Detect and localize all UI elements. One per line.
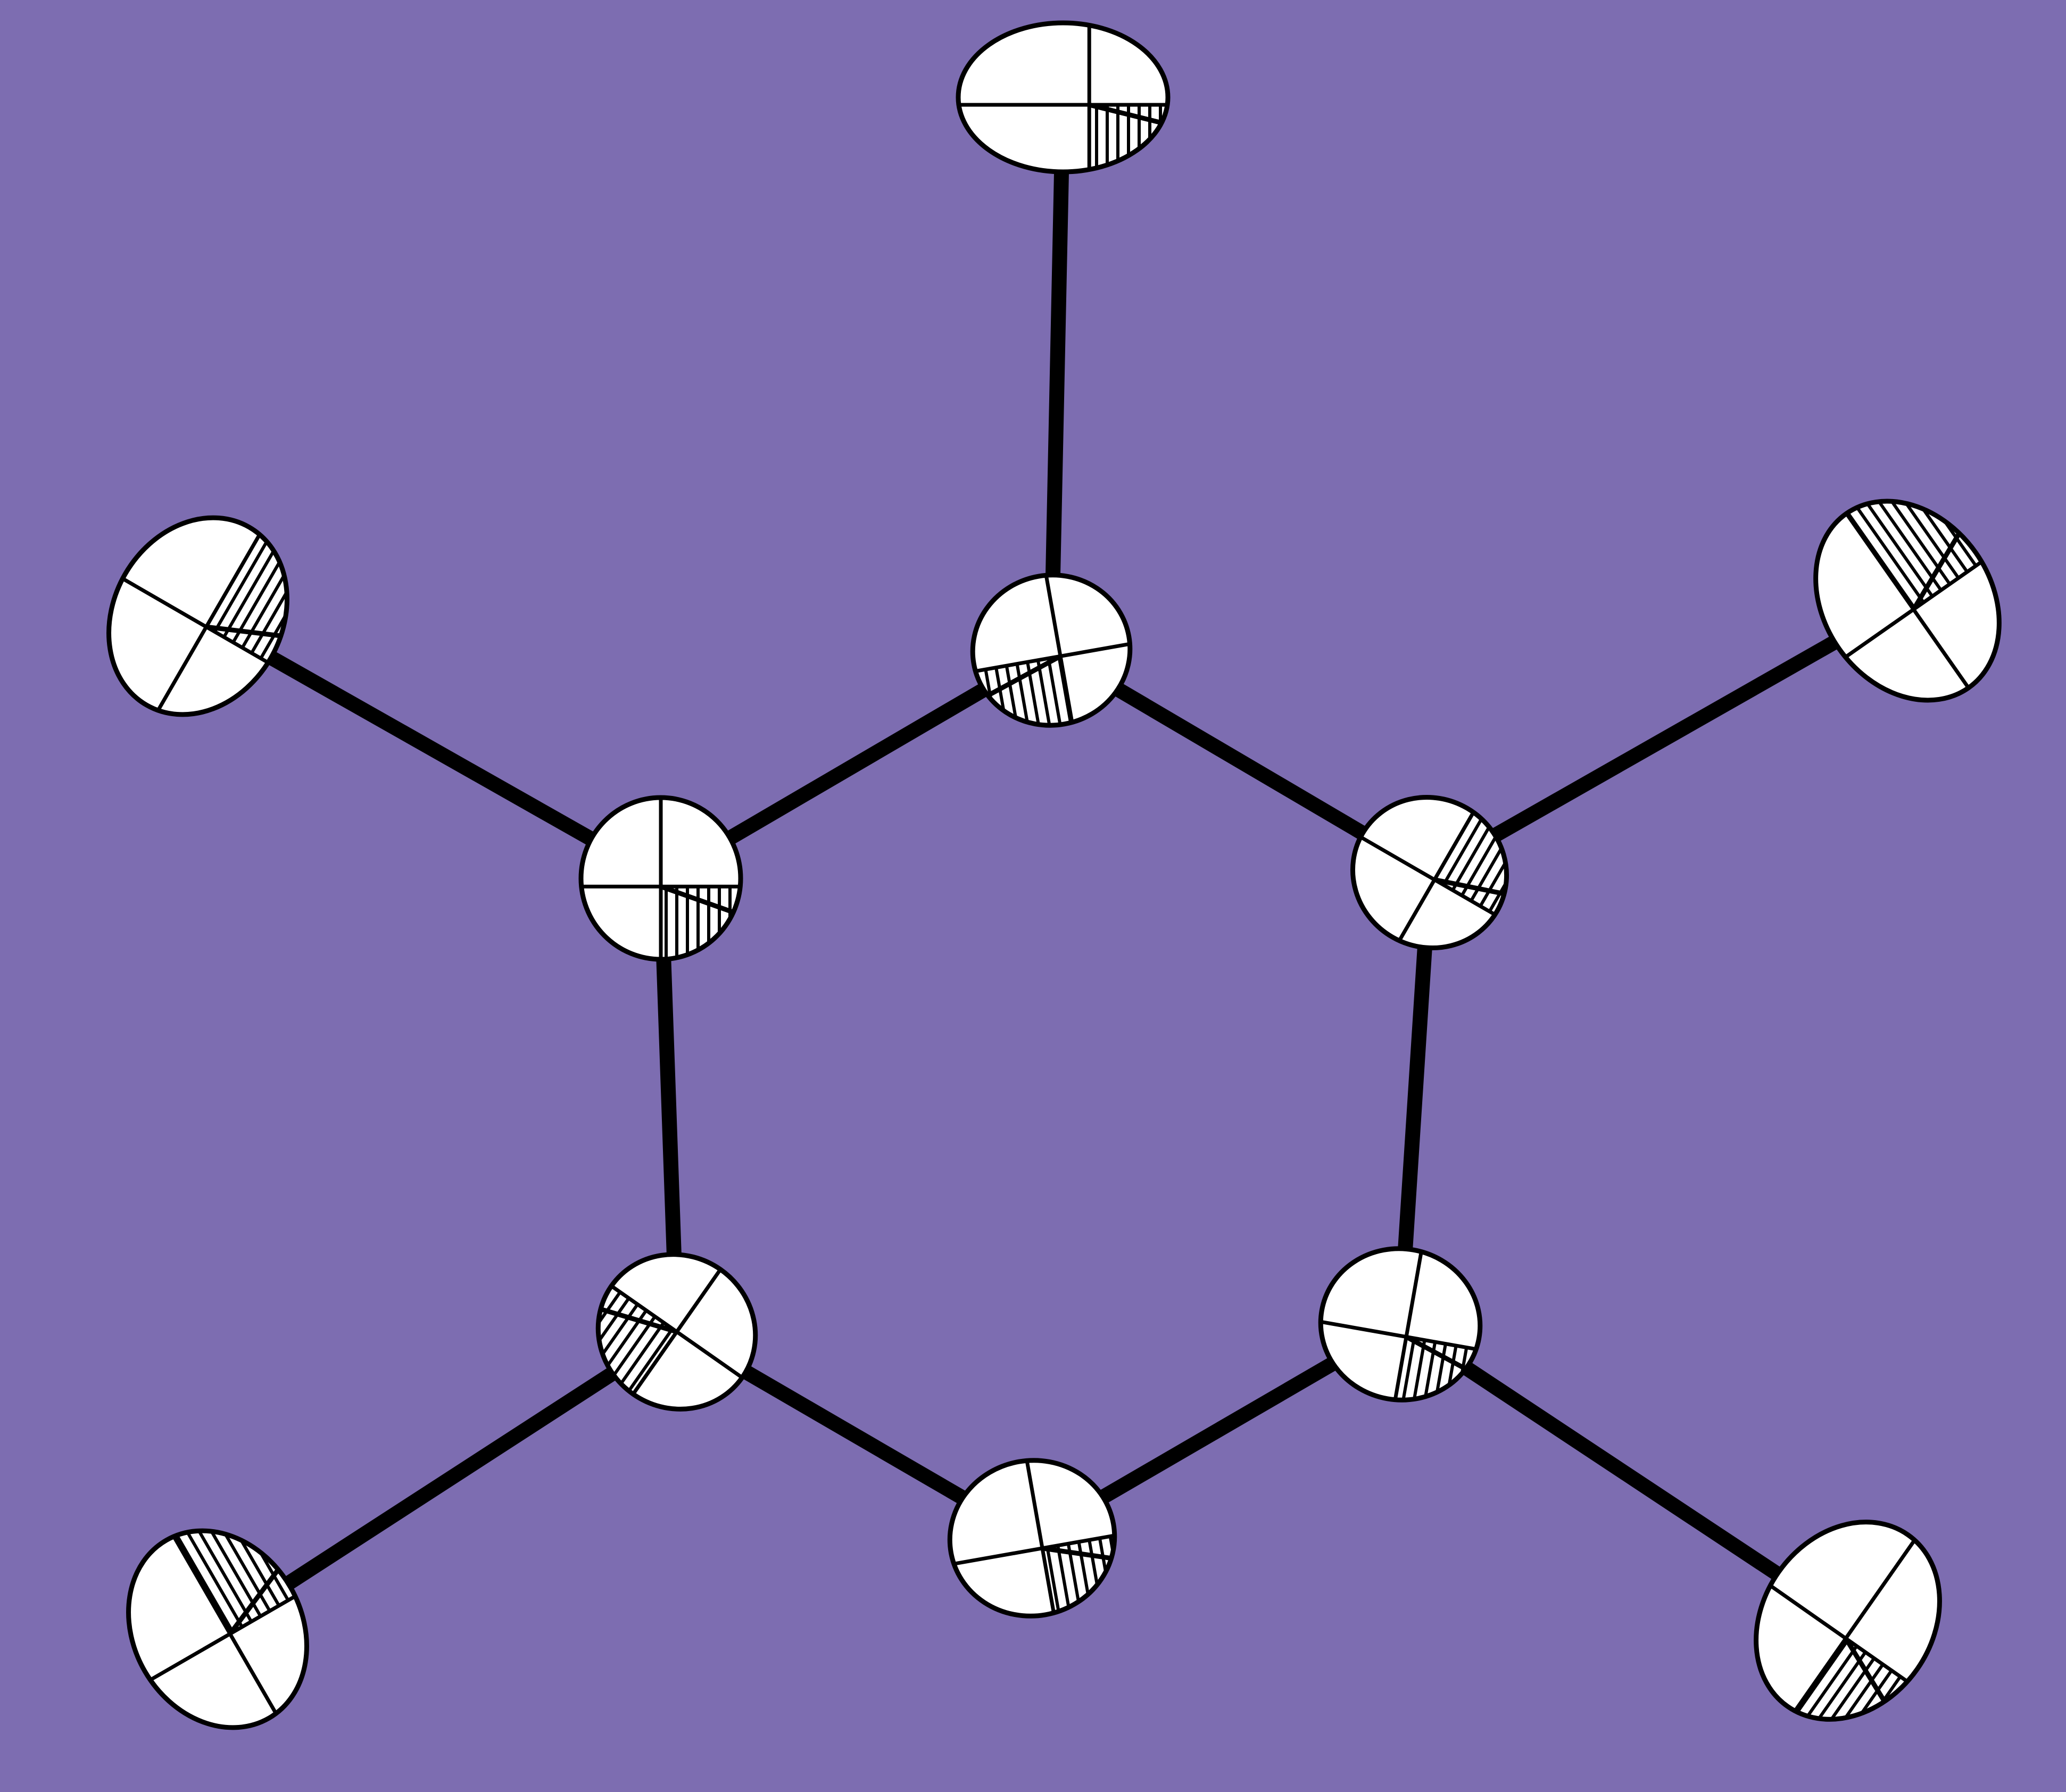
bond-ring-lower-left-sub-lower-left [210,1324,684,1637]
bond-ring-upper-left-sub-upper-left [190,609,668,886]
principal-axis [1312,1318,1486,1353]
principal-axis [1023,1452,1057,1622]
principal-axis [1353,831,1503,920]
atom-ellipsoid-ring-upper-right [1350,790,1530,958]
atom-ellipsoid-sub-lower-left [126,1501,336,1730]
principal-axis [1787,1530,1923,1721]
principal-axis [167,1526,283,1724]
principal-axis [1392,1243,1425,1408]
principal-axis [944,1532,1124,1567]
bond-ring-upper-right-sub-upper-right [1422,593,1915,880]
atoms-layer [106,20,2032,1750]
principal-axis [114,573,277,669]
atom-ellipsoid-sub-upper-left [106,505,317,721]
principal-axis [1761,1579,1916,1689]
bond-ring-lower-right-sub-lower-right [1393,1317,1855,1628]
atom-ellipsoid-ring-lower-left [568,1240,758,1423]
principal-axis [142,1590,304,1686]
atom-ellipsoid-sub-top [956,20,1171,175]
principal-axis [151,524,267,721]
principal-axis [967,641,1139,675]
atom-ellipsoid-ring-bottom [944,1452,1127,1622]
atom-ellipsoid-sub-lower-right [1725,1520,1971,1750]
principal-axis [1393,804,1479,949]
principal-axis [1838,503,1977,698]
principal-axis [627,1262,727,1401]
principal-axis [1043,567,1075,731]
bond-ring-top-sub-top [1044,90,1071,658]
